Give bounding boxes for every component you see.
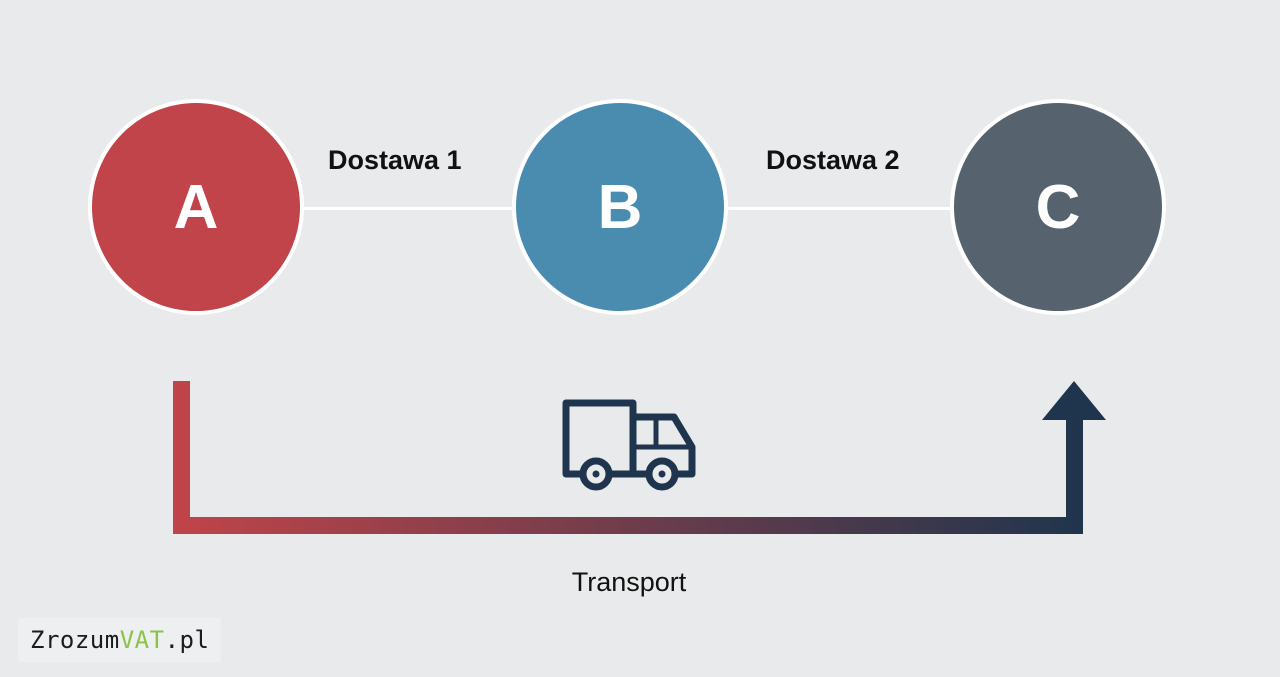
edge-label-dostawa-2: Dostawa 2 — [766, 145, 900, 175]
node-c: C — [950, 99, 1166, 315]
brand-suffix: .pl — [164, 626, 210, 654]
transport-label: Transport — [571, 567, 687, 597]
node-a: A — [88, 99, 304, 315]
transport-arrow-shaft — [173, 381, 1083, 534]
node-c-label: C — [1035, 172, 1081, 242]
node-b: B — [512, 99, 728, 315]
node-a-label: A — [173, 172, 219, 242]
brand-prefix: Zrozum — [30, 626, 120, 654]
brand-highlight: VAT — [119, 626, 165, 654]
edge-label-dostawa-1: Dostawa 1 — [328, 145, 462, 175]
node-b-label: B — [597, 172, 643, 242]
connector-a-b — [300, 207, 520, 210]
transport-arrow-head — [1042, 381, 1106, 420]
connector-b-c — [726, 207, 956, 210]
truck-icon — [562, 399, 696, 491]
